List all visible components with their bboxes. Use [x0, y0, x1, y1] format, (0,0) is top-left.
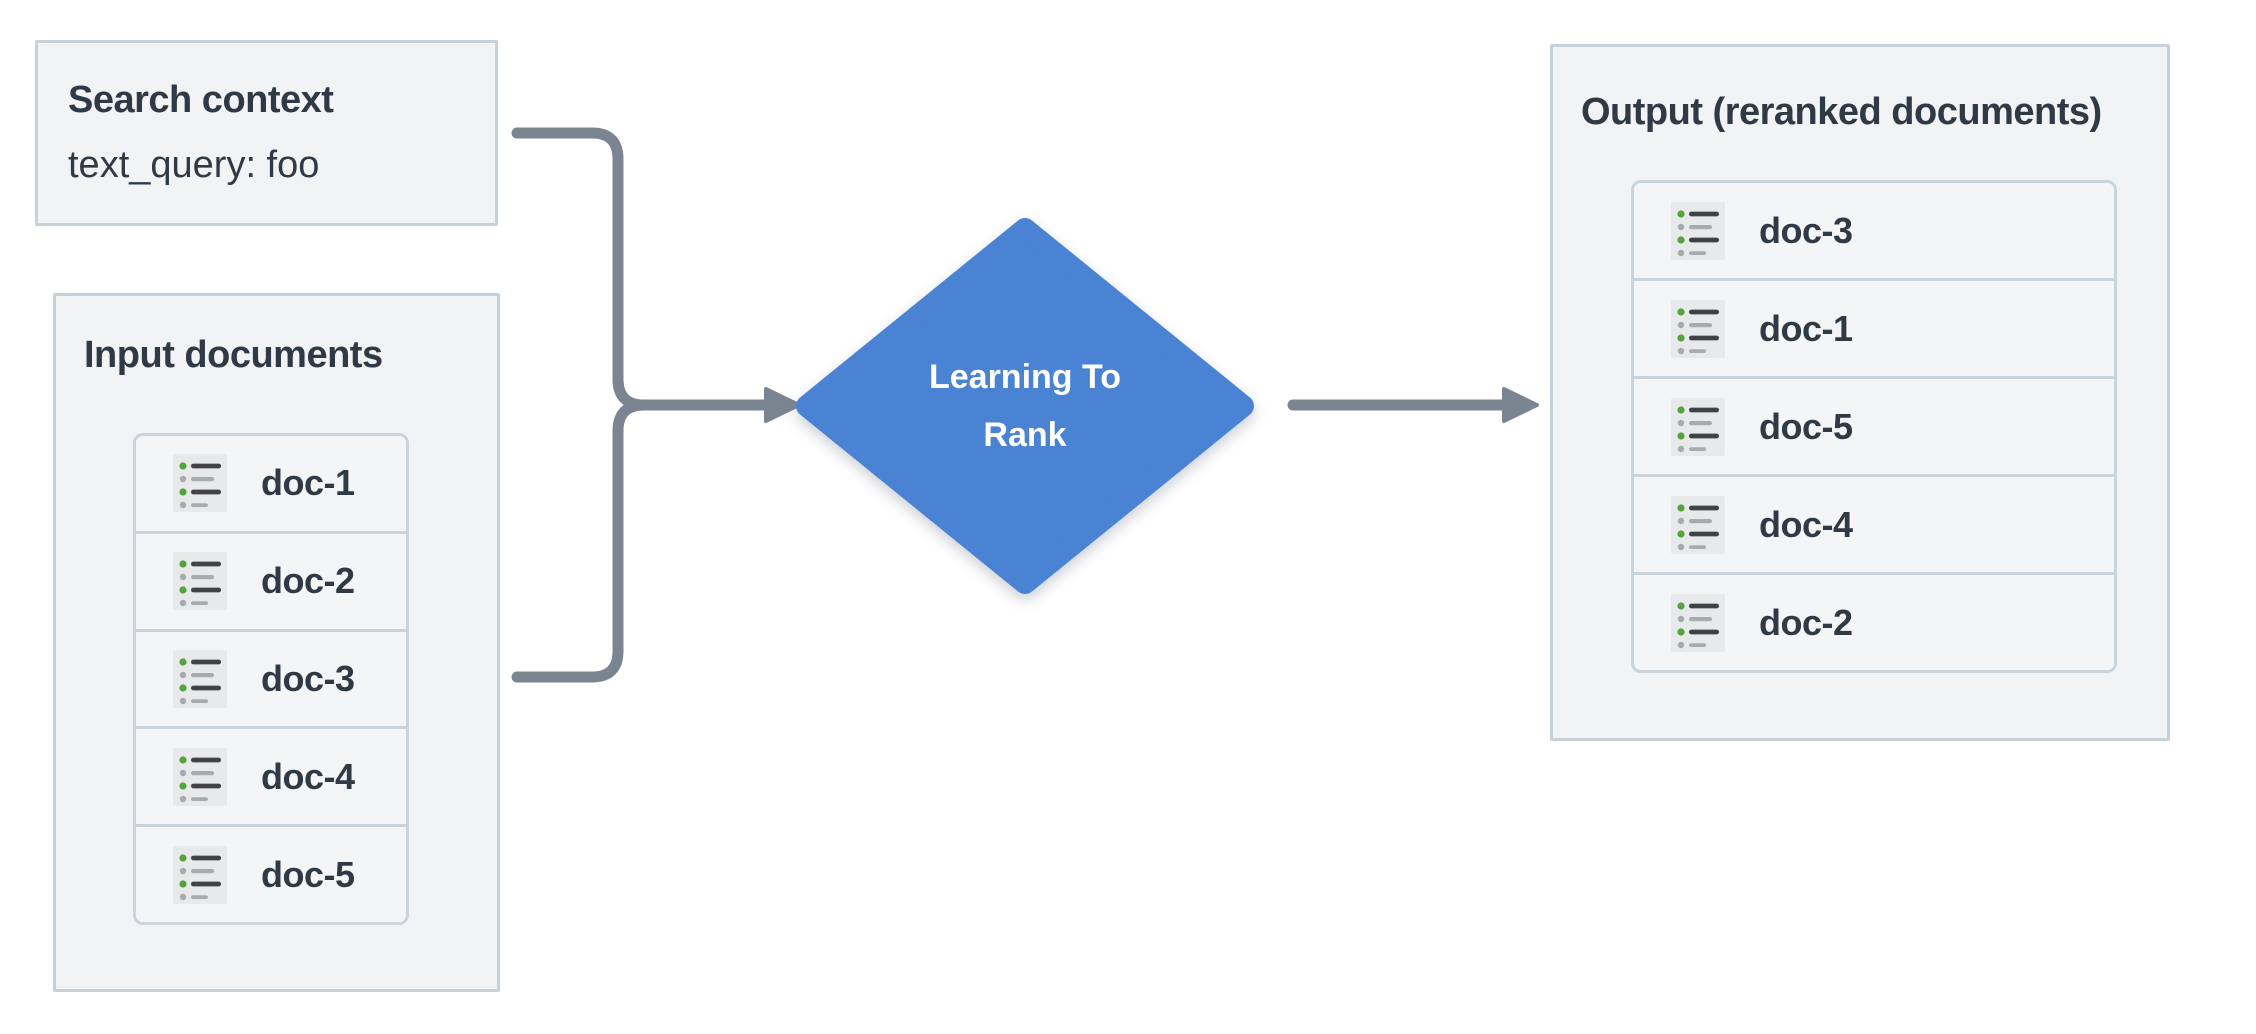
diamond-shape [796, 218, 1254, 594]
document-list-icon [1671, 201, 1725, 260]
connector-from-input-documents [511, 399, 650, 683]
doc-row: doc-2 [136, 530, 406, 629]
doc-row: doc-2 [1634, 572, 2114, 670]
doc-label: doc-4 [261, 755, 355, 797]
doc-label: doc-3 [261, 657, 355, 699]
document-list-icon-wrap [1671, 593, 1725, 652]
doc-label: doc-2 [1759, 601, 1853, 643]
document-list-icon-wrap [173, 649, 227, 708]
search-context-query: text_query: foo [68, 144, 320, 186]
doc-row: doc-4 [136, 726, 406, 825]
document-list-icon [173, 649, 227, 708]
document-list-icon [173, 845, 227, 904]
doc-label: doc-5 [261, 853, 355, 895]
doc-label: doc-4 [1759, 503, 1853, 545]
document-list-icon-wrap [1671, 397, 1725, 456]
doc-label: doc-1 [261, 462, 355, 504]
document-list-icon [173, 454, 227, 513]
doc-row: doc-4 [1634, 474, 2114, 572]
ltr-label-line1: Learning To [928, 358, 1122, 396]
doc-label: doc-2 [261, 560, 355, 602]
doc-label: doc-1 [1759, 307, 1853, 349]
learning-to-rank-label: Learning To Rank [880, 348, 1170, 464]
document-list-icon-wrap [173, 454, 227, 513]
document-list-icon [1671, 593, 1725, 652]
doc-row: doc-5 [136, 824, 406, 922]
document-list-icon [1671, 397, 1725, 456]
document-list-icon-wrap [1671, 201, 1725, 260]
learning-to-rank-node [790, 212, 1260, 602]
document-list-icon-wrap [1671, 299, 1725, 358]
doc-row: doc-3 [1634, 183, 2114, 278]
ltr-label-line2: Rank [983, 416, 1067, 454]
doc-label: doc-5 [1759, 405, 1853, 447]
document-list-icon-wrap [1671, 495, 1725, 554]
document-list-icon-wrap [173, 845, 227, 904]
doc-row: doc-5 [1634, 376, 2114, 474]
output-document-list: doc-3 doc-1 doc-5 doc-4 doc-2 [1631, 180, 2117, 673]
output-documents-title: Output (reranked documents) [1581, 91, 2102, 133]
doc-row: doc-1 [1634, 278, 2114, 376]
document-list-icon [1671, 299, 1725, 358]
doc-row: doc-3 [136, 628, 406, 727]
search-context-panel: Search context text_query: foo [35, 40, 498, 226]
input-document-list: doc-1 doc-2 doc-3 doc-4 doc-5 [133, 433, 409, 925]
document-list-icon [1671, 495, 1725, 554]
document-list-icon [173, 552, 227, 611]
document-list-icon-wrap [173, 747, 227, 806]
connector-from-search-context [511, 127, 650, 411]
doc-row: doc-1 [136, 436, 406, 531]
document-list-icon-wrap [173, 552, 227, 611]
doc-label: doc-3 [1759, 209, 1853, 251]
arrowhead-into-output [1502, 387, 1539, 423]
document-list-icon [173, 747, 227, 806]
input-documents-title: Input documents [84, 334, 383, 376]
search-context-title: Search context [68, 79, 334, 121]
